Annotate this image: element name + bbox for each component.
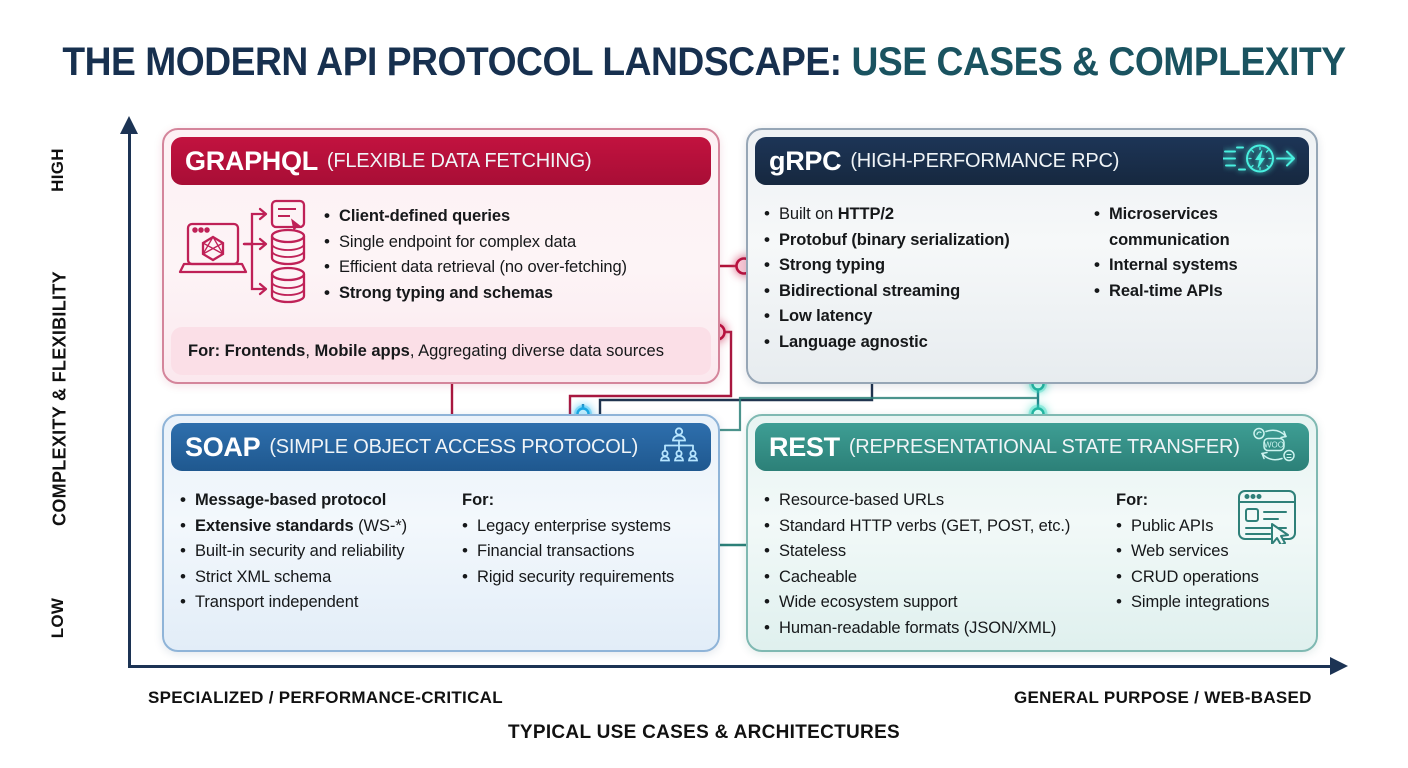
card-grpc-header: gRPC (HIGH-PERFORMANCE RPC) bbox=[755, 137, 1309, 185]
y-axis-line bbox=[128, 128, 131, 668]
list-item: Strong typing and schemas bbox=[324, 280, 627, 307]
speed-lightning-bolt-icon bbox=[1222, 141, 1297, 182]
x-axis-left-label: SPECIALIZED / PERFORMANCE-CRITICAL bbox=[148, 688, 503, 707]
list-item: Built-in security and reliability bbox=[180, 538, 462, 565]
list-item: Bidirectional streaming bbox=[764, 278, 1094, 305]
card-graphql-name: GRAPHQL bbox=[185, 145, 318, 176]
soap-feature-list: Message-based protocol Extensive standar… bbox=[180, 487, 462, 616]
list-item: Legacy enterprise systems bbox=[462, 513, 674, 540]
list-item: Cacheable bbox=[764, 564, 1116, 591]
card-soap-name: SOAP bbox=[185, 431, 261, 462]
card-grpc-name: gRPC bbox=[769, 145, 842, 176]
list-item: Real-time APIs bbox=[1094, 278, 1254, 305]
card-soap-subtitle: (SIMPLE OBJECT ACCESS PROTOCOL) bbox=[269, 435, 639, 458]
svg-text:WOO: WOO bbox=[1264, 441, 1284, 450]
list-item: Rigid security requirements bbox=[462, 564, 674, 591]
graphql-for-bar: For: Frontends, Mobile apps, Aggregating… bbox=[171, 327, 711, 375]
x-axis-line bbox=[128, 665, 1333, 668]
list-item: Language agnostic bbox=[764, 329, 1094, 356]
x-axis-arrowhead-icon bbox=[1330, 657, 1348, 675]
page-title-part1: THE MODERN API PROTOCOL LANDSCAPE: bbox=[62, 40, 842, 84]
card-rest-subtitle: (REPRESENTATIONAL STATE TRANSFER) bbox=[848, 435, 1240, 458]
list-item: Wide ecosystem support bbox=[764, 589, 1116, 616]
graphql-for-item-2: Aggregating diverse data sources bbox=[418, 341, 664, 360]
list-item: Efficient data retrieval (no over-fetchi… bbox=[324, 254, 627, 281]
grpc-feature-list-right: Microservices communication Internal sys… bbox=[1094, 201, 1254, 305]
y-axis-low-label: LOW bbox=[48, 597, 67, 639]
list-item: Resource-based URLs bbox=[764, 487, 1116, 514]
card-rest-name: REST bbox=[769, 431, 840, 462]
soap-feat-1-suffix: (WS-*) bbox=[353, 516, 407, 535]
graphql-icon-wrap bbox=[174, 196, 314, 326]
list-item: Strong typing bbox=[764, 252, 1094, 279]
soap-for-list: Legacy enterprise systems Financial tran… bbox=[462, 513, 674, 591]
list-item: Public APIs bbox=[1116, 513, 1269, 540]
graphql-feature-list: Client-defined queries Single endpoint f… bbox=[324, 203, 627, 326]
rest-feature-list: Resource-based URLs Standard HTTP verbs … bbox=[764, 487, 1116, 642]
card-rest-header: REST (REPRESENTATIONAL STATE TRANSFER) W… bbox=[755, 423, 1309, 471]
list-item: Low latency bbox=[764, 303, 1094, 330]
list-item: Human-readable formats (JSON/XML) bbox=[764, 615, 1116, 642]
list-item: Built on HTTP/2 bbox=[764, 201, 1094, 228]
list-item: Message-based protocol bbox=[180, 487, 462, 514]
grpc-feat-0-prefix: Built on bbox=[779, 205, 838, 223]
soap-for-heading: For: bbox=[462, 491, 495, 509]
graphql-for-prefix: For: bbox=[188, 341, 221, 360]
card-soap[interactable]: SOAP (SIMPLE OBJECT ACCESS PROTOCOL) Mes… bbox=[162, 414, 720, 652]
page-title-part2: USE CASES & COMPLEXITY bbox=[851, 40, 1346, 84]
list-item: Simple integrations bbox=[1116, 589, 1270, 616]
list-item: Extensive standards (WS-*) bbox=[180, 513, 462, 540]
list-item: Client-defined queries bbox=[324, 203, 627, 230]
browser-window-cursor-icon bbox=[1236, 488, 1300, 549]
y-axis-title: COMPLEXITY & FLEXIBILITY bbox=[49, 271, 70, 526]
grpc-feature-list-left: Built on HTTP/2 Protobuf (binary seriali… bbox=[764, 201, 1094, 356]
card-grpc[interactable]: gRPC (HIGH-PERFORMANCE RPC) Built on HTT… bbox=[746, 128, 1318, 384]
list-item: Strict XML schema bbox=[180, 564, 462, 591]
laptop-graphql-databases-icon bbox=[178, 199, 306, 304]
card-graphql-header: GRAPHQL (FLEXIBLE DATA FETCHING) bbox=[171, 137, 711, 185]
org-hierarchy-icon bbox=[659, 427, 699, 468]
list-item: Protobuf (binary serialization) bbox=[764, 227, 1094, 254]
card-rest[interactable]: REST (REPRESENTATIONAL STATE TRANSFER) W… bbox=[746, 414, 1318, 652]
list-item: Transport independent bbox=[180, 589, 462, 616]
list-item: Stateless bbox=[764, 538, 1116, 565]
soap-feat-1-prefix: Extensive standards bbox=[195, 516, 354, 535]
rest-cycle-icon: WOO bbox=[1251, 426, 1297, 469]
card-graphql-subtitle: (FLEXIBLE DATA FETCHING) bbox=[326, 149, 592, 172]
list-item: Standard HTTP verbs (GET, POST, etc.) bbox=[764, 513, 1116, 540]
x-axis-right-label: GENERAL PURPOSE / WEB-BASED bbox=[1014, 688, 1312, 707]
list-item: Microservices communication bbox=[1094, 201, 1254, 253]
graphql-for-item-1: Mobile apps bbox=[314, 341, 410, 360]
rest-for-heading: For: bbox=[1116, 491, 1149, 509]
list-item: Internal systems bbox=[1094, 252, 1254, 279]
graphql-for-item-0: Frontends bbox=[224, 341, 306, 360]
list-item: Financial transactions bbox=[462, 538, 674, 565]
rest-for-list: Public APIs Web services CRUD operations… bbox=[1116, 513, 1270, 616]
card-graphql[interactable]: GRAPHQL (FLEXIBLE DATA FETCHING) bbox=[162, 128, 720, 384]
y-axis-high-label: HIGH bbox=[48, 148, 67, 192]
page-title: THE MODERN API PROTOCOL LANDSCAPE: USE C… bbox=[49, 40, 1358, 85]
list-item: Single endpoint for complex data bbox=[324, 229, 627, 256]
x-axis-title: TYPICAL USE CASES & ARCHITECTURES bbox=[507, 722, 901, 743]
list-item: Web services bbox=[1116, 538, 1269, 565]
y-axis-arrowhead-icon bbox=[120, 116, 138, 134]
grpc-feat-0-strong: HTTP/2 bbox=[837, 205, 894, 223]
card-grpc-subtitle: (HIGH-PERFORMANCE RPC) bbox=[850, 149, 1120, 172]
list-item: CRUD operations bbox=[1116, 564, 1269, 591]
card-soap-header: SOAP (SIMPLE OBJECT ACCESS PROTOCOL) bbox=[171, 423, 711, 471]
